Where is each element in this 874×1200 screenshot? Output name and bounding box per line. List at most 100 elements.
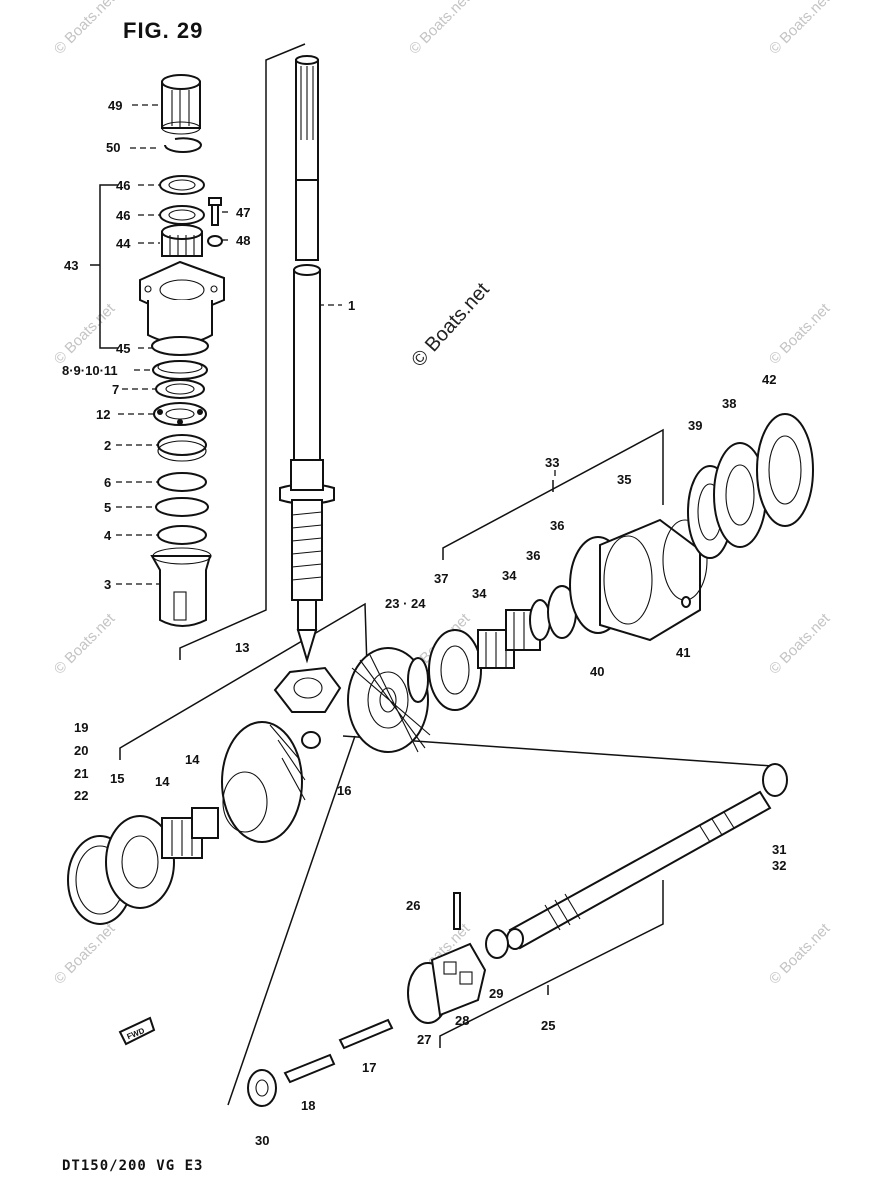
- bracket-25: [439, 880, 664, 1048]
- center-watermark: © Boats.net: [407, 278, 494, 371]
- label-34a: 34: [472, 586, 487, 601]
- label-30: 30: [255, 1133, 269, 1148]
- label-17: 17: [362, 1060, 376, 1075]
- label-29: 29: [489, 986, 503, 1001]
- label-6: 6: [104, 475, 111, 490]
- watermark: © Boats.net: [406, 0, 474, 58]
- part-35-housing: [599, 518, 708, 642]
- part-3-sleeve: [150, 547, 212, 627]
- label-2: 2: [104, 438, 111, 453]
- part-12-bearing: [153, 402, 207, 426]
- part-48-washer: [207, 235, 223, 247]
- watermark: © Boats.net: [51, 300, 119, 368]
- watermark: © Boats.net: [51, 610, 119, 678]
- label-18: 18: [301, 1098, 315, 1113]
- watermark: © Boats.net: [51, 920, 119, 988]
- clutch-assembly: [247, 892, 509, 1107]
- label-23-24: 23 · 24: [385, 596, 426, 611]
- label-31: 31: [772, 842, 786, 857]
- pinion-gear: [273, 666, 342, 713]
- label-5: 5: [104, 500, 111, 515]
- label-13: 13: [235, 640, 249, 655]
- label-12: 12: [96, 407, 110, 422]
- bracket-driveshaft: [179, 43, 306, 660]
- model-code: DT150/200 VG E3: [62, 1158, 204, 1174]
- label-49: 49: [108, 98, 122, 113]
- part-23-shim: [407, 657, 429, 703]
- part-26-pin: [453, 892, 461, 930]
- part-7-race: [155, 379, 205, 399]
- part-labels: 49 50 46 46 44 43 45 8·9·10·11 7 12 2 6 …: [62, 98, 786, 1148]
- label-1: 1: [348, 298, 355, 313]
- upper-bearing-stack: [139, 74, 225, 627]
- label-16: 16: [337, 783, 351, 798]
- part-30-washer: [247, 1069, 277, 1107]
- part-1-driveshaft: [279, 55, 335, 664]
- label-8-11: 8·9·10·11: [62, 363, 118, 378]
- watermark: © Boats.net: [766, 0, 834, 58]
- part-37-bearing: [428, 629, 482, 711]
- label-46b: 46: [116, 208, 130, 223]
- part-43-housing: [139, 260, 225, 345]
- part-31-32-ring: [762, 763, 788, 797]
- label-43: 43: [64, 258, 78, 273]
- horizontal-bearing-chain: [407, 413, 814, 711]
- label-22: 22: [74, 788, 88, 803]
- part-2-race: [157, 434, 207, 456]
- part-42-bearing: [756, 413, 814, 527]
- label-14b: 14: [185, 752, 200, 767]
- part-46-shim: [159, 205, 205, 225]
- label-42: 42: [762, 372, 776, 387]
- label-34b: 34: [502, 568, 517, 583]
- axis-line-lower: [227, 735, 356, 1106]
- label-39: 39: [688, 418, 702, 433]
- part-34-bearing: [477, 629, 515, 669]
- part-28-clutch-dog: [430, 942, 487, 1017]
- part-18-plunger: [283, 1053, 336, 1084]
- label-19: 19: [74, 720, 88, 735]
- label-47: 47: [236, 205, 250, 220]
- label-37: 37: [434, 571, 448, 586]
- bracket-lower: [119, 602, 369, 760]
- part-14b-bearing: [191, 807, 219, 839]
- label-50: 50: [106, 140, 120, 155]
- part-46-shim: [159, 175, 205, 195]
- bracket-43: [99, 184, 118, 349]
- label-40: 40: [590, 664, 604, 679]
- part-29-spring: [485, 929, 509, 959]
- part-6-shim: [157, 472, 207, 492]
- label-15: 15: [110, 771, 124, 786]
- label-38: 38: [722, 396, 736, 411]
- part-4-oring: [157, 525, 207, 545]
- label-27: 27: [417, 1032, 431, 1047]
- part-13-gear: [221, 721, 306, 843]
- label-48: 48: [236, 233, 250, 248]
- label-44: 44: [116, 236, 131, 251]
- part-16-nut: [301, 731, 321, 749]
- part-17-pushrod: [338, 1018, 394, 1050]
- watermark: © Boats.net: [51, 0, 119, 58]
- label-33: 33: [545, 455, 559, 470]
- watermark: © Boats.net: [766, 300, 834, 368]
- part-47-bolt: [208, 197, 222, 226]
- label-41: 41: [676, 645, 690, 660]
- part-45-oring: [151, 336, 209, 356]
- label-35: 35: [617, 472, 631, 487]
- label-36b: 36: [550, 518, 564, 533]
- label-28: 28: [455, 1013, 469, 1028]
- part-41-pin: [681, 596, 691, 608]
- figure-title: FIG. 29: [123, 18, 204, 43]
- part-50-clip: [164, 137, 203, 153]
- label-4: 4: [104, 528, 112, 543]
- part-36-shim: [529, 599, 551, 641]
- part-5-shim: [155, 497, 209, 517]
- label-26: 26: [406, 898, 420, 913]
- part-25-propshaft: [506, 763, 788, 950]
- label-25: 25: [541, 1018, 555, 1033]
- watermark: © Boats.net: [766, 610, 834, 678]
- label-46a: 46: [116, 178, 130, 193]
- reverse-gear-assembly: [67, 721, 321, 925]
- watermark: © Boats.net: [766, 920, 834, 988]
- axis-line: [342, 735, 773, 767]
